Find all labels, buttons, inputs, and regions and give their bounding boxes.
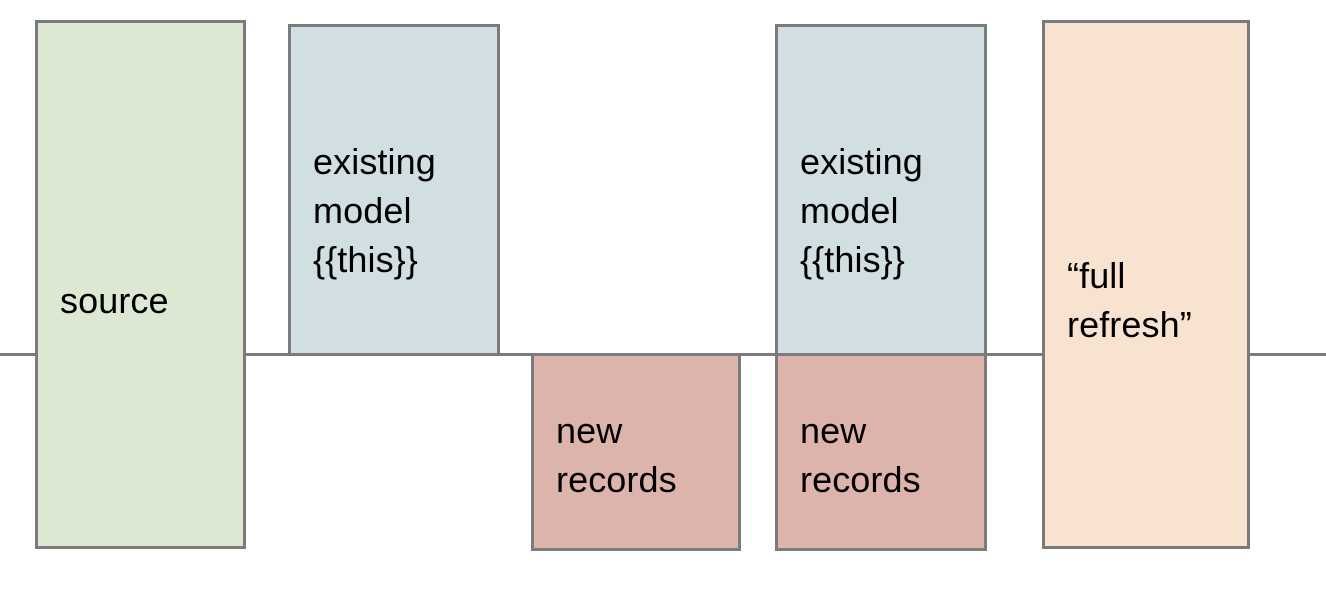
node-existing-model-1-label: existing model {{this}} — [313, 141, 436, 280]
node-full-refresh-label: “full refresh” — [1067, 255, 1192, 345]
node-existing-model-2[interactable]: existing model {{this}} — [775, 24, 987, 356]
node-full-refresh[interactable]: “full refresh” — [1042, 20, 1250, 549]
node-new-records-1[interactable]: new records — [531, 353, 741, 551]
node-new-records-1-label: new records — [556, 410, 677, 500]
node-new-records-2[interactable]: new records — [775, 353, 987, 551]
node-existing-model-1[interactable]: existing model {{this}} — [288, 24, 500, 356]
node-source-label: source — [60, 280, 169, 321]
node-new-records-2-label: new records — [800, 410, 921, 500]
node-source[interactable]: source — [35, 20, 246, 549]
node-existing-model-2-label: existing model {{this}} — [800, 141, 923, 280]
